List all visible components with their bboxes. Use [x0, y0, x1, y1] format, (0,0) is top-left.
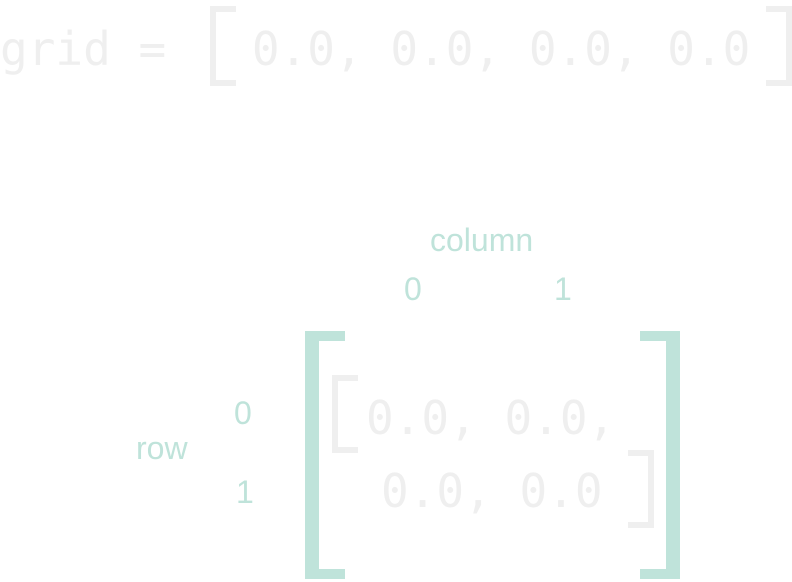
matrix-right-bracket	[640, 331, 680, 579]
row-axis-label: row	[136, 430, 188, 466]
matrix-row-0-values: 0.0, 0.0,	[366, 391, 616, 445]
column-index-1: 1	[554, 271, 572, 307]
column-axis-label: column	[430, 222, 534, 258]
code-lhs: grid =	[0, 22, 194, 76]
matrix-left-bracket	[305, 331, 345, 579]
code-values: 0.0, 0.0, 0.0, 0.0	[251, 22, 751, 76]
list-open-bracket	[332, 375, 358, 453]
code-close-bracket	[766, 6, 792, 86]
code-open-bracket	[210, 6, 236, 86]
row-index-0: 0	[234, 395, 252, 431]
column-index-0: 0	[404, 271, 422, 307]
matrix-row-1-values: 0.0, 0.0	[381, 464, 603, 518]
list-close-bracket	[628, 450, 654, 528]
row-index-1: 1	[236, 474, 254, 510]
code-assignment: grid = 0.0, 0.0, 0.0, 0.0	[0, 26, 750, 72]
